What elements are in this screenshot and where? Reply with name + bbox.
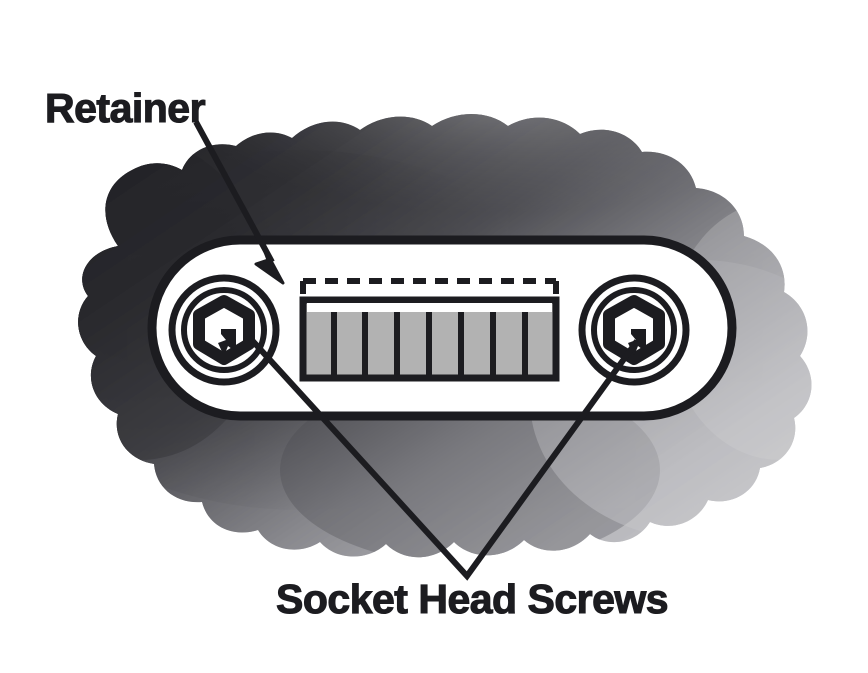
screws-leader — [246, 334, 640, 581]
label-retainer: Retainer — [45, 85, 206, 131]
socket-notch — [218, 329, 236, 356]
retainer-leader — [193, 120, 285, 285]
retainer-arrowhead — [254, 242, 285, 285]
segmented-insert — [299, 278, 560, 382]
socket-head-screw-left — [168, 274, 280, 386]
socket-head-screw-right — [578, 274, 690, 386]
hex-socket — [193, 295, 255, 365]
label-socket-head-screws: Socket Head Screws — [276, 576, 668, 622]
hex-socket — [603, 295, 665, 365]
dashed-outline — [300, 278, 559, 300]
insert-top-rail — [307, 303, 552, 312]
segment-dividers — [331, 312, 528, 375]
screws-leader-line — [246, 334, 640, 581]
retainer-leader-line — [193, 120, 275, 264]
